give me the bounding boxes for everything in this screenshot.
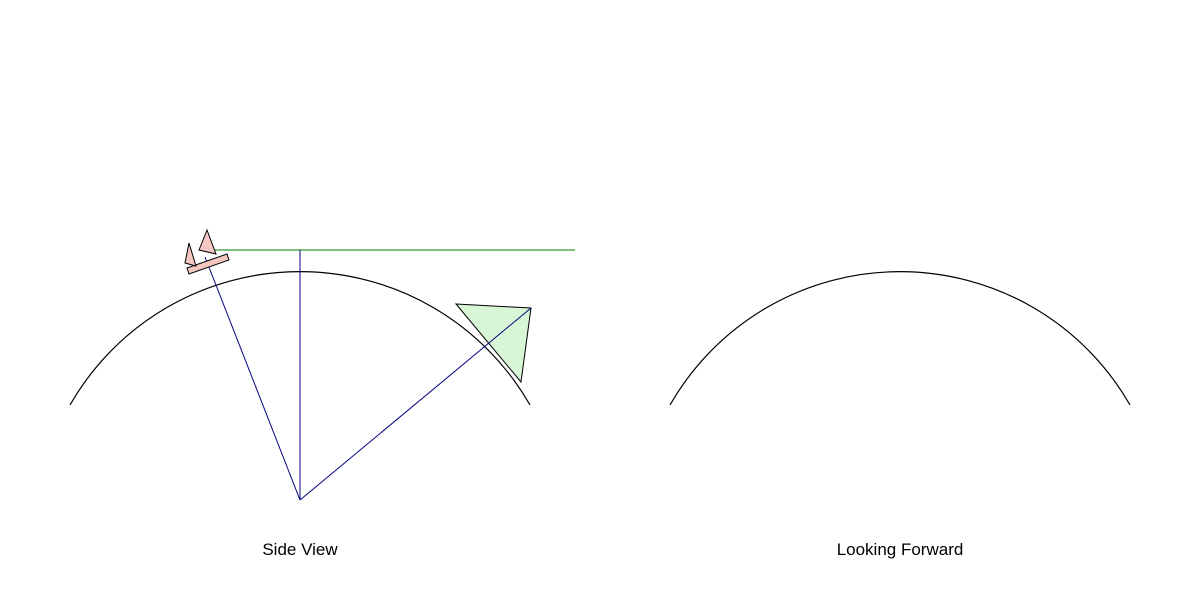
radius-line-ship	[299, 307, 532, 501]
looking-forward-caption: Looking Forward	[836, 540, 964, 559]
distant-ship	[454, 303, 532, 384]
looking-forward-panel	[669, 271, 1131, 406]
boat-sail-front	[198, 228, 217, 255]
radius-line-observer	[204, 256, 301, 501]
boat-sail-rear	[184, 242, 197, 267]
earth-curve-forward	[669, 271, 1131, 406]
observer-boat	[184, 228, 230, 275]
side-view-panel	[69, 228, 575, 501]
boat-hull	[186, 253, 230, 275]
side-view-caption: Side View	[262, 540, 338, 559]
